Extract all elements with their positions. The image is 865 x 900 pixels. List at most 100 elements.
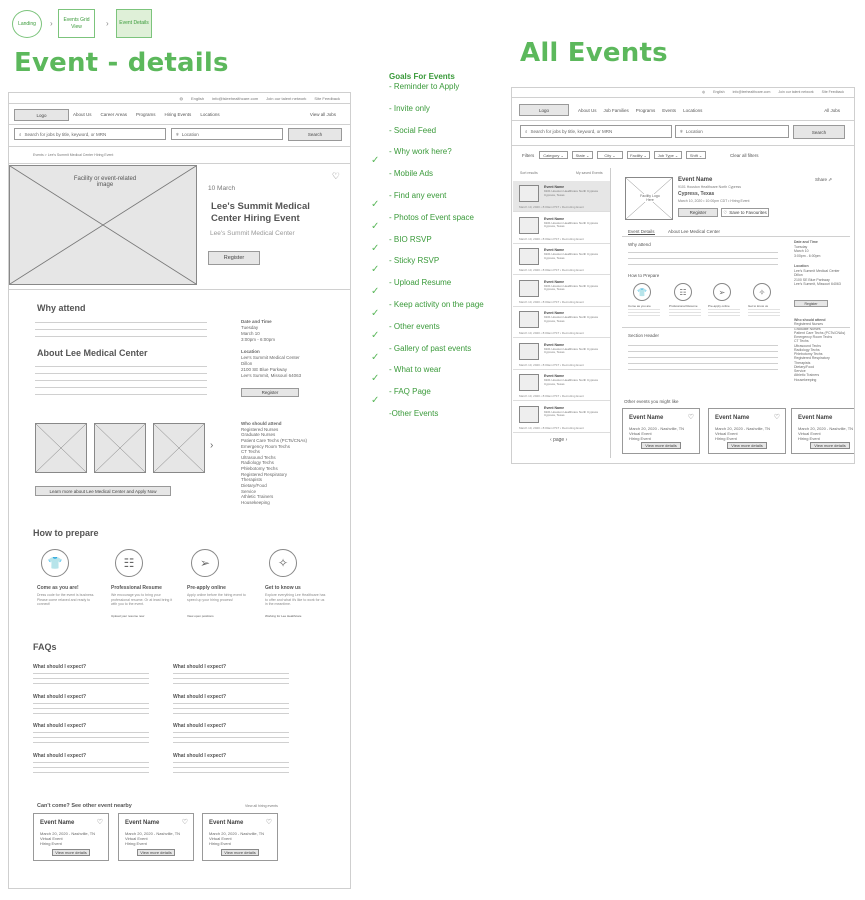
filter-pill[interactable]: City⌄ [597, 151, 623, 159]
heart-icon[interactable]: ♡ [773, 414, 780, 421]
nav-item[interactable]: Career Areas [100, 112, 128, 117]
clear-filters-link[interactable]: Clear all filters [730, 153, 759, 158]
pager[interactable]: ‹ page › [550, 437, 568, 443]
gallery-image[interactable] [35, 423, 87, 473]
view-details-button[interactable]: View more details [221, 849, 259, 856]
nav-item[interactable]: Job Families [603, 108, 629, 113]
register-button[interactable]: Register [678, 208, 718, 217]
globe-icon[interactable]: ◍ [702, 90, 706, 94]
flow-node-landing[interactable]: Landing [12, 10, 42, 38]
prepare-item-link[interactable]: View open positions [187, 614, 214, 618]
faq-question[interactable]: What should I expect? [173, 694, 227, 700]
talent-network-link[interactable]: Join our talent network [266, 96, 307, 101]
language-select[interactable]: English [713, 90, 725, 94]
email-link[interactable]: info@lsleehealthcare.com [212, 96, 259, 101]
logo[interactable]: Logo [519, 104, 569, 116]
view-details-button[interactable]: View more details [810, 442, 850, 449]
location-input[interactable]: ⌾Location [171, 128, 283, 140]
filter-pill[interactable]: Category⌄ [539, 151, 568, 159]
facility-logo-placeholder: Facility Logo Here [625, 177, 673, 220]
resume-icon: ☷ [674, 283, 692, 301]
faq-question[interactable]: What should I expect? [33, 664, 87, 670]
view-details-button[interactable]: View more details [52, 849, 90, 856]
view-details-button[interactable]: View more details [137, 849, 175, 856]
heart-icon[interactable]: ♡ [687, 414, 694, 421]
prepare-item-link[interactable]: Upload your resume now [111, 614, 145, 618]
feedback-link[interactable]: Site Feedback [314, 96, 340, 101]
flow-node-details[interactable]: Event Details [116, 9, 152, 38]
event-card-title: Event Name [798, 415, 833, 421]
saved-events-toggle[interactable]: My saved Events [576, 171, 603, 175]
language-select[interactable]: English [190, 96, 205, 101]
heart-icon[interactable]: ♡ [96, 819, 103, 826]
share-link[interactable]: Share ⇗ [815, 177, 832, 183]
faq-question[interactable]: What should I expect? [33, 694, 87, 700]
learn-more-button[interactable]: Learn more about Lee Medical Center and … [35, 486, 171, 496]
search-input[interactable]: ⌕Search for jobs by title, keyword, or M… [14, 128, 166, 140]
faq-question[interactable]: What should I expect? [33, 723, 87, 729]
prepare-item-link[interactable]: Working for Lee Healthcare [265, 614, 302, 618]
view-details-button[interactable]: View more details [641, 442, 681, 449]
faq-question[interactable]: What should I expect? [173, 664, 227, 670]
gallery-image[interactable] [94, 423, 146, 473]
filter-pill[interactable]: Shift⌄ [686, 151, 706, 159]
tab-event-details[interactable]: Event Details [628, 229, 655, 235]
nav-item[interactable]: About Us [578, 108, 597, 113]
chevron-right-icon[interactable]: › [210, 440, 214, 451]
talent-network-link[interactable]: Join our talent network [778, 90, 814, 94]
nav-item[interactable]: Locations [683, 108, 703, 113]
filter-pill[interactable]: Facility⌄ [627, 151, 650, 159]
view-all-events-link[interactable]: View all hiring events [245, 804, 278, 808]
explore-icon: ✧ [269, 549, 297, 577]
view-all-jobs-link[interactable]: View all Jobs [309, 112, 336, 117]
view-details-button[interactable]: View more details [727, 442, 767, 449]
globe-icon[interactable]: ◍ [179, 96, 183, 101]
nav-item[interactable]: About Us [73, 112, 92, 117]
side-register-button[interactable]: Register [241, 388, 299, 397]
heart-icon[interactable]: ♡ [331, 171, 340, 181]
nav-item[interactable]: Programs [635, 108, 656, 113]
heart-icon[interactable]: ♡ [265, 819, 272, 826]
search-button[interactable]: Search [793, 125, 845, 139]
tab-about[interactable]: About Lee Medical Center [668, 229, 721, 234]
search-input[interactable]: ⌕Search for jobs by title, keyword, or M… [520, 125, 672, 138]
filter-pill[interactable]: State⌄ [572, 151, 593, 159]
flow-node-grid[interactable]: Events Grid View [58, 9, 95, 38]
email-link[interactable]: info@leehealthcare.com [732, 90, 771, 94]
logo[interactable]: Logo [14, 109, 69, 121]
save-favourites-button[interactable]: ♡Save to Favourites [721, 208, 769, 217]
nav-item[interactable]: Hiring Events [164, 112, 192, 117]
faq-question[interactable]: What should I expect? [173, 753, 227, 759]
all-jobs-link[interactable]: All Jobs [824, 108, 840, 113]
feedback-link[interactable]: Site Feedback [821, 90, 844, 94]
location-input[interactable]: ⌾Location [675, 125, 789, 138]
side-register-button[interactable]: Register [794, 300, 828, 307]
gallery-image[interactable] [153, 423, 205, 473]
faq-question[interactable]: What should I expect? [173, 723, 227, 729]
nav-item[interactable]: Programs [136, 112, 156, 117]
register-button[interactable]: Register [208, 251, 260, 265]
heart-icon[interactable]: ♡ [181, 819, 188, 826]
breadcrumb[interactable]: Events > Lee's Summit Medical Center Hir… [33, 153, 114, 157]
checkmark-icon: ✓ [371, 329, 380, 341]
sort-results[interactable]: Sort results [520, 171, 538, 175]
nav-item[interactable]: Locations [200, 112, 220, 117]
faq-question[interactable]: What should I expect? [33, 753, 87, 759]
nav-item[interactable]: Events [662, 108, 677, 113]
search-button[interactable]: Search [288, 128, 342, 141]
filter-pill[interactable]: Job Type⌄ [654, 151, 682, 159]
